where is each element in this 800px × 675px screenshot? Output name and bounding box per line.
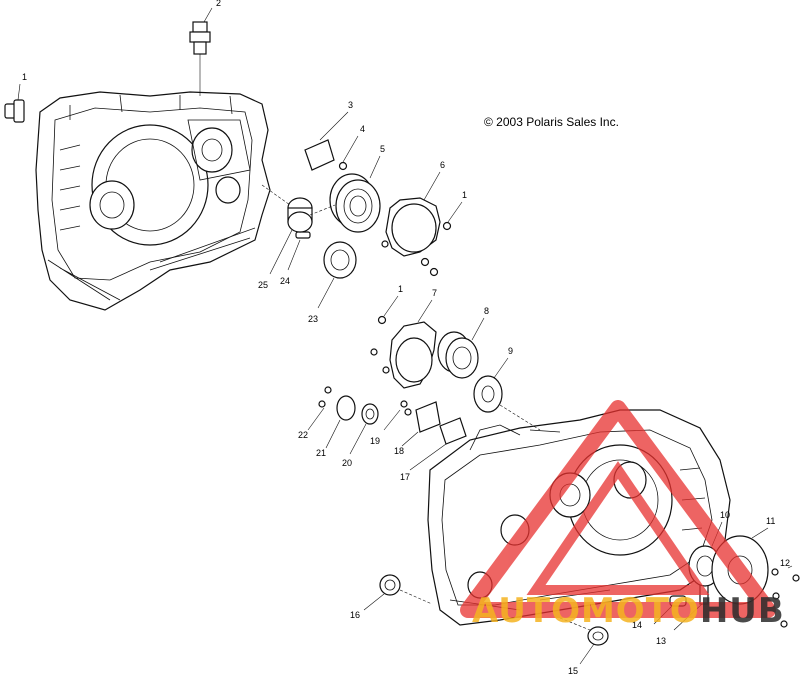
callout-13: 13 (656, 636, 666, 646)
callout-18: 18 (394, 446, 404, 456)
part-6-gasket (385, 171, 441, 257)
callout-4: 4 (360, 124, 365, 134)
watermark-text-hub: HUB (700, 591, 785, 631)
callout-17: 17 (400, 472, 410, 482)
part-24-pin (287, 231, 311, 271)
part-12-screws (771, 565, 800, 628)
part-9-washer (473, 357, 509, 413)
part-23-seal (317, 241, 357, 309)
part-4-screw (338, 135, 359, 171)
callout-25: 25 (258, 280, 268, 290)
callout-6: 6 (440, 160, 445, 170)
callout-20: 20 (342, 458, 352, 468)
crankcase-half-left (35, 91, 271, 311)
part-15-seal (559, 617, 609, 665)
part-19-screws (383, 400, 412, 431)
part-25-bushing (269, 197, 313, 275)
callout-24: 24 (280, 276, 290, 286)
part-1-screw-mid (377, 295, 399, 325)
automotohub-watermark: AUTOMOTOHUB (472, 591, 785, 631)
part-22-screws (307, 386, 332, 431)
part-7-gasket (370, 299, 437, 389)
callout-9: 9 (508, 346, 513, 356)
part-1-plug (4, 83, 25, 123)
watermark-text-automoto: AUTOMOTO (472, 591, 700, 631)
callout-16: 16 (350, 610, 360, 620)
part-3-plate (304, 111, 349, 171)
callout-2: 2 (216, 0, 221, 8)
part-8-bearing (437, 317, 485, 379)
callout-12: 12 (780, 558, 790, 568)
callout-23: 23 (308, 314, 318, 324)
part-16-seal (363, 574, 433, 611)
callout-3: 3 (348, 100, 353, 110)
copyright-text: © 2003 Polaris Sales Inc. (484, 115, 619, 129)
callout-19: 19 (370, 436, 380, 446)
part-21-clip (325, 395, 356, 449)
callout-21: 21 (316, 448, 326, 458)
automotohub-emblem (460, 400, 776, 618)
callout-1c: 1 (398, 284, 403, 294)
callout-1a: 1 (22, 72, 27, 82)
callout-14: 14 (632, 620, 642, 630)
part-17-plate (409, 417, 467, 471)
part-5-bearing (329, 155, 381, 233)
part-20-seal (349, 403, 379, 455)
callout-10: 10 (720, 510, 730, 520)
callout-labels: 1 2 3 4 5 6 1 1 7 8 9 10 11 12 13 14 15 … (22, 0, 790, 675)
svg-text:AUTOMOTOHUB: AUTOMOTOHUB (472, 591, 785, 631)
callout-11: 11 (766, 516, 775, 526)
part-1-screws (381, 201, 463, 277)
callout-5: 5 (380, 144, 385, 154)
part-2-fitting (189, 7, 213, 96)
part-18-bracket (401, 401, 441, 447)
callout-8: 8 (484, 306, 489, 316)
callout-15: 15 (568, 666, 578, 675)
callout-1b: 1 (462, 190, 467, 200)
callout-7: 7 (432, 288, 437, 298)
callout-22: 22 (298, 430, 308, 440)
